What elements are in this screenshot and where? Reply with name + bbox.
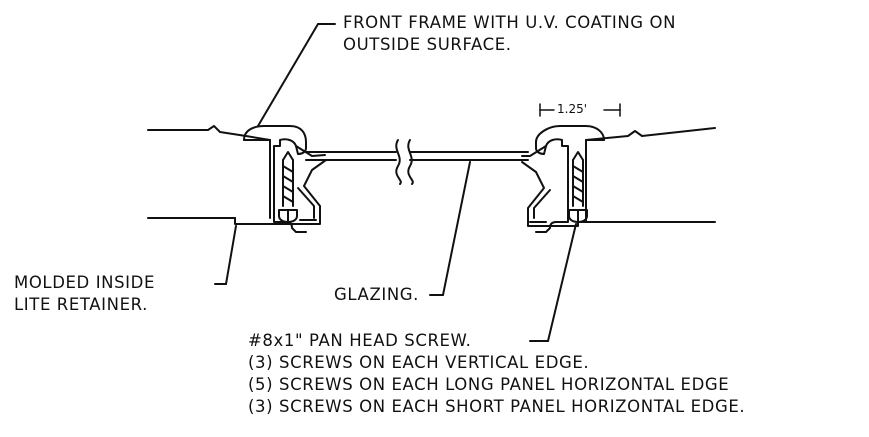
front-frame-label-line1: FRONT FRAME WITH U.V. COATING ON xyxy=(343,13,677,32)
left-screw xyxy=(278,151,298,223)
dimension-marker xyxy=(539,103,621,117)
right-door-panel xyxy=(577,127,716,223)
dimension-label: 1.25' xyxy=(557,102,588,116)
glazing-leader xyxy=(429,161,471,296)
right-lite-retainer xyxy=(521,161,579,227)
right-front-frame xyxy=(521,125,605,233)
front-frame-label-line2: OUTSIDE SURFACE. xyxy=(343,35,512,54)
screw-note-long-horizontal: (5) SCREWS ON EACH LONG PANEL HORIZONTAL… xyxy=(248,375,730,394)
front-frame-leader xyxy=(257,23,336,127)
retainer-label-line2: LITE RETAINER. xyxy=(14,295,148,314)
screw-note-vertical: (3) SCREWS ON EACH VERTICAL EDGE. xyxy=(248,353,590,372)
retainer-leader xyxy=(214,225,237,285)
glazing-panel xyxy=(305,139,529,185)
glazing-label: GLAZING. xyxy=(334,285,419,304)
left-door-panel xyxy=(147,125,271,219)
screw-leader xyxy=(529,223,577,342)
left-lite-retainer xyxy=(234,159,327,225)
right-screw xyxy=(568,151,588,223)
screw-title: #8x1" PAN HEAD SCREW. xyxy=(248,331,472,350)
left-front-frame xyxy=(243,125,326,233)
retainer-label-line1: MOLDED INSIDE xyxy=(14,273,155,292)
screw-note-short-horizontal: (3) SCREWS ON EACH SHORT PANEL HORIZONTA… xyxy=(248,397,746,416)
